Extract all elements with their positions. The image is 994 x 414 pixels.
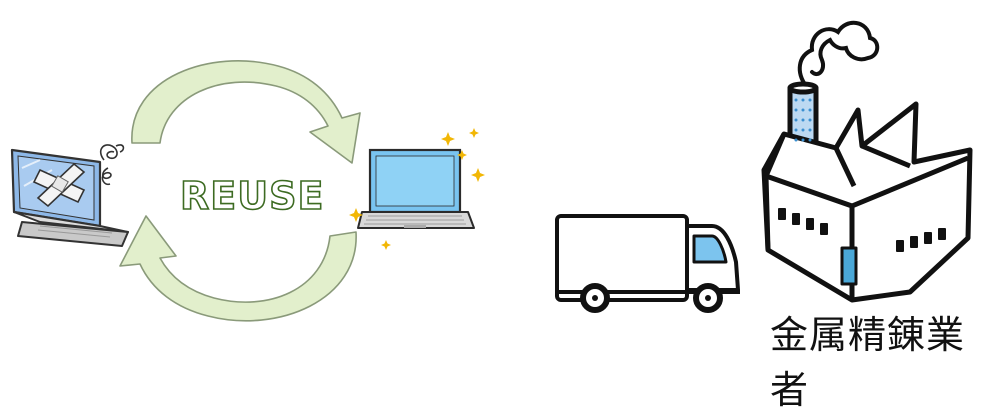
- metal-refiner-caption: 金属精錬業者: [770, 304, 994, 414]
- truck-icon: [557, 216, 740, 310]
- reuse-label: REUSE: [180, 174, 320, 218]
- reuse-recycle-diagram: [0, 0, 994, 352]
- confused-scribble-icon: [101, 145, 124, 184]
- smoke-icon: [800, 23, 878, 86]
- refurbished-laptop-icon: [358, 150, 474, 228]
- cycle-arrow-bottom: [120, 216, 356, 321]
- factory-icon: [764, 84, 970, 300]
- cycle-arrow-top: [132, 61, 360, 163]
